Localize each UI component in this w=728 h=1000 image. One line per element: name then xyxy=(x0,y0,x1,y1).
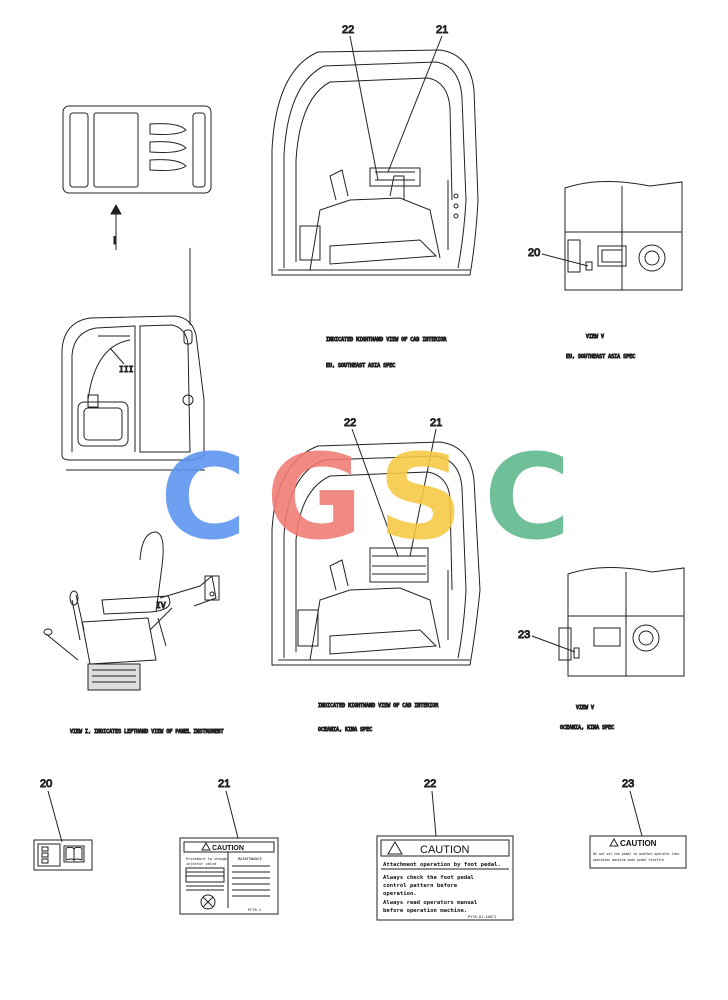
callout-bottom-cab-22: 22 xyxy=(344,417,399,557)
seat-control-top-view xyxy=(62,105,212,194)
label-22-line6: before operation machine. xyxy=(383,908,467,914)
top-view-v-spec: EU, SOUTHEAST ASIA SPEC xyxy=(566,354,635,360)
part-21-callout: 21 xyxy=(218,778,239,839)
svg-text:21: 21 xyxy=(218,778,230,790)
label-23-line2: operation machine when pedal throttle xyxy=(593,858,664,862)
view-mark-iv: IV xyxy=(156,601,166,610)
svg-text:22: 22 xyxy=(342,24,354,36)
label-21-right-head: MAINTENANCE xyxy=(238,857,262,861)
top-spec-caption: EU, SOUTHEAST ASIA SPEC xyxy=(326,363,395,369)
part-20-callout: 20 xyxy=(40,778,63,843)
svg-text:22: 22 xyxy=(424,778,436,790)
watermark-letter-c2: C xyxy=(484,428,571,566)
label-22-line1: Attachment operation by foot pedal. xyxy=(383,862,501,868)
watermark: C G S C xyxy=(160,428,571,566)
label-23-title: CAUTION xyxy=(620,839,657,848)
label-22-line3: control pattern before xyxy=(383,883,458,889)
callout-top-view-20: 20 xyxy=(528,247,589,267)
svg-text:23: 23 xyxy=(622,778,634,790)
label-22-line2: Always check the foot pedal xyxy=(383,875,474,881)
svg-text:20: 20 xyxy=(40,778,52,790)
left-view-caption: VIEW I, INDICATES LEFTHAND VIEW OF PANEL… xyxy=(70,729,224,735)
bottom-view-v-spec: OCEANIA, KINA SPEC xyxy=(560,725,614,731)
part-20-label xyxy=(33,839,93,871)
part-22-callout: 22 xyxy=(424,778,437,837)
callout-top-cab-22: 22 xyxy=(342,24,379,181)
label-21-title: CAUTION xyxy=(212,845,244,852)
callout-top-cab-21: 21 xyxy=(387,24,449,173)
label-22-title: CAUTION xyxy=(420,844,470,856)
cab-exterior-side-view: III xyxy=(61,248,205,471)
watermark-letter-s: S xyxy=(378,428,463,566)
label-22-part-no: PY78-01-10671 xyxy=(468,915,496,919)
view-arrow-i: I xyxy=(110,203,122,250)
top-cab-caption: INDICATED RIGHTHAND VIEW OF CAB INTERIOR xyxy=(326,337,447,343)
watermark-letter-c1: C xyxy=(160,428,247,566)
svg-text:21: 21 xyxy=(430,417,442,429)
part-21-label: CAUTION Procedure to change injector val… xyxy=(179,837,279,915)
label-23-line1: Do not set the pedal to another operator… xyxy=(593,852,679,856)
part-23-callout: 23 xyxy=(622,778,643,837)
bottom-cab-caption: INDICATED RIGHTHAND VIEW OF CAB INTERIOR xyxy=(318,703,439,709)
label-21-line2: injector valve xyxy=(186,862,216,866)
watermark-letter-g: G xyxy=(266,428,363,566)
svg-text:20: 20 xyxy=(528,247,540,259)
svg-text:23: 23 xyxy=(518,629,530,641)
label-21-part-no: PC78-1 xyxy=(248,908,261,912)
label-22-line5: Always read operators manual xyxy=(383,900,477,906)
svg-text:21: 21 xyxy=(436,24,448,36)
svg-text:22: 22 xyxy=(344,417,356,429)
label-22-line4: operation. xyxy=(383,891,417,897)
part-23-label: CAUTION Do not set the pedal to another … xyxy=(589,835,687,869)
cab-interior-top xyxy=(271,49,479,276)
bottom-view-v-caption: VIEW V xyxy=(576,705,594,711)
part-22-label: CAUTION Attachment operation by foot ped… xyxy=(376,835,514,921)
callout-bottom-cab-21: 21 xyxy=(409,417,443,557)
label-21-line1: Procedure to change xyxy=(186,857,227,861)
top-view-v-caption: VIEW V xyxy=(586,334,604,340)
callout-bottom-view-23: 23 xyxy=(518,629,576,653)
view-v-bottom-panel xyxy=(558,567,685,677)
view-mark-i: I xyxy=(113,235,116,247)
bottom-spec-caption: OCEANIA, KINA SPEC xyxy=(318,727,372,733)
cab-interior-bottom xyxy=(271,441,481,666)
seat-instrument-panel-view: IV xyxy=(43,531,220,691)
view-mark-iii: III xyxy=(119,365,134,374)
view-v-top-panel xyxy=(564,181,683,291)
